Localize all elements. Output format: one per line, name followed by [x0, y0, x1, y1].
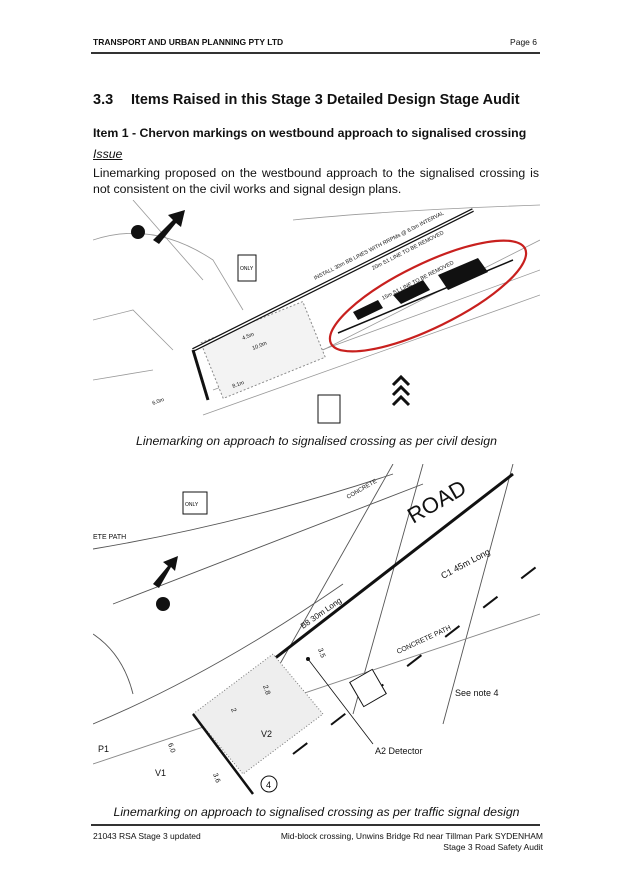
header-company: TRANSPORT AND URBAN PLANNING PTY LTD [93, 37, 284, 47]
arrow-marking-icon [153, 556, 178, 588]
footer-document-id: 21043 RSA Stage 3 updated [93, 831, 201, 841]
footer-project: Mid-block crossing, Unwins Bridge Rd nea… [281, 831, 543, 853]
svg-text:ONLY: ONLY [240, 266, 254, 272]
concrete-label: CONCRETE [346, 479, 378, 501]
svg-text:ONLY: ONLY [185, 502, 199, 508]
chevron-arrow-icon [391, 374, 411, 407]
arrow-marking-icon [153, 210, 185, 244]
remove-20m-label: 20m S1 LINE TO BE REMOVED [371, 230, 445, 272]
dim-label: 6.0 [166, 742, 176, 754]
see-note-label: See note 4 [455, 688, 499, 698]
traffic-signal-design-plan-figure: 4 ONLY ROAD CONCRETE CONCRETE PATH ETE P… [93, 464, 540, 795]
chevron-marking [353, 300, 383, 320]
footer-rule [91, 824, 540, 826]
p1-label: P1 [98, 744, 109, 754]
issue-label: Issue [93, 147, 123, 161]
sign-icon: ONLY [182, 491, 208, 515]
issue-text: Linemarking proposed on the westbound ap… [93, 166, 539, 196]
sign-icon [349, 668, 387, 708]
header-page-number: Page 6 [510, 37, 537, 47]
figure-1-caption: Linemarking on approach to signalised cr… [136, 434, 497, 448]
item-title: Item 1 - Chervon markings on westbound a… [93, 126, 527, 140]
dim-label: 2 [229, 707, 237, 713]
dim-label: 3.6 [211, 772, 221, 784]
section-heading: 3.3 Items Raised in this Stage 3 Detailed… [93, 92, 520, 108]
dim-label: 8.1m [232, 380, 246, 390]
note-circle-label: 4 [266, 780, 271, 790]
no-entry-sign-icon [131, 225, 145, 239]
v2-label: V2 [261, 729, 272, 739]
concrete-path-label: CONCRETE PATH [396, 625, 452, 656]
header-rule [91, 52, 540, 54]
b8-label: B8 30m Long [299, 596, 343, 631]
road-label: ROAD [403, 475, 471, 528]
civil-design-plan-figure: INSTALL 30m BB LINES WITH RRPMs @ 6.0m I… [93, 200, 540, 424]
sign-icon [317, 394, 341, 424]
dim-label: 4.5m [242, 332, 256, 342]
dim-label: 2.8 [261, 684, 271, 696]
install-label: INSTALL 30m BB LINES WITH RRPMs @ 6.0m I… [313, 211, 445, 282]
detector-label: A2 Detector [375, 746, 423, 756]
dim-label: 10.0m [252, 340, 269, 351]
highlight-ellipse [328, 239, 528, 353]
footer-project-line2: Stage 3 Road Safety Audit [443, 842, 543, 852]
chevron-marking [393, 280, 430, 304]
sign-icon: ONLY [237, 254, 257, 282]
v1-label: V1 [155, 768, 166, 778]
section-number: 3.3 [93, 92, 114, 108]
figure-2-caption: Linemarking on approach to signalised cr… [113, 805, 520, 819]
c1-label: C1 45m Long [439, 547, 491, 581]
path-label: ETE PATH [93, 534, 126, 541]
chevron-marking [438, 258, 488, 290]
dim-label: 6.0m [152, 397, 166, 407]
footer-project-line1: Mid-block crossing, Unwins Bridge Rd nea… [280, 831, 543, 841]
dim-label: 3.5 [316, 647, 326, 659]
section-title: Items Raised in this Stage 3 Detailed De… [131, 92, 520, 108]
no-entry-sign-icon [156, 597, 170, 611]
